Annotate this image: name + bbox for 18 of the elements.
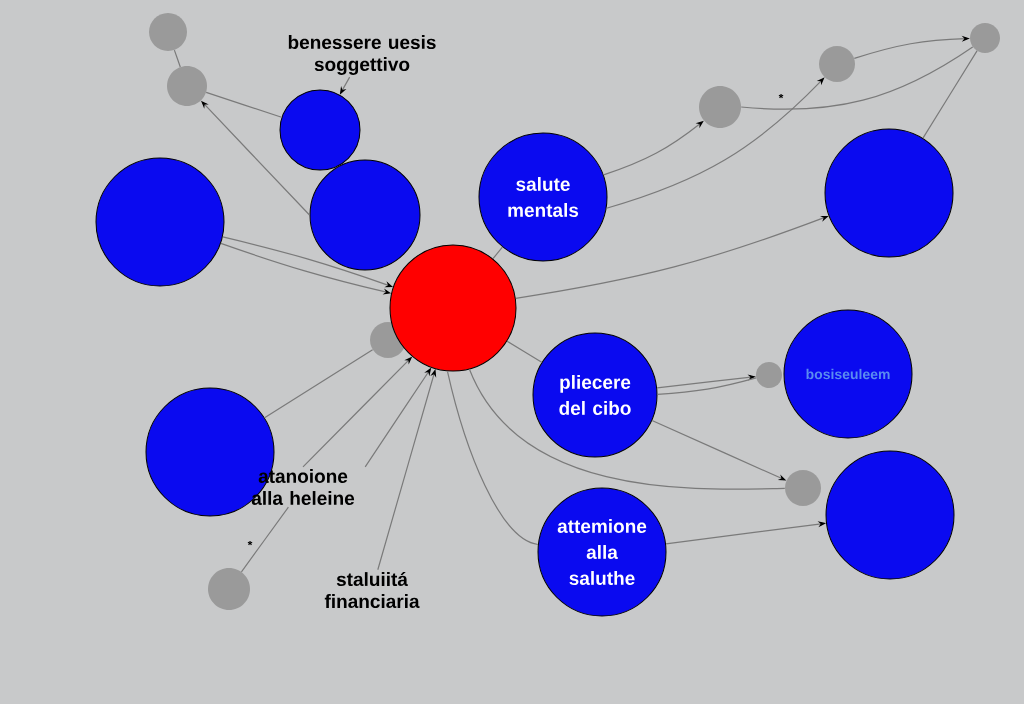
small-circle	[208, 568, 250, 610]
topic-circle	[824, 128, 954, 258]
topic-circle	[95, 157, 225, 287]
mark-symbol: *	[778, 93, 784, 99]
topic-circle	[825, 450, 955, 580]
topic-circle	[309, 159, 421, 271]
small-circle	[785, 470, 821, 506]
text-label: staluiitá financiaria	[324, 571, 420, 609]
small-circle	[149, 13, 187, 51]
small-circle	[699, 86, 741, 128]
small-circle	[819, 46, 855, 82]
topic-circle	[279, 89, 361, 171]
small-circle	[756, 362, 782, 388]
small-circle	[167, 66, 207, 106]
mark-symbol: *	[247, 540, 253, 546]
small-circle	[970, 23, 1000, 53]
central-circle	[389, 244, 517, 372]
text-label: benessere uesis soggettivo	[288, 35, 436, 75]
